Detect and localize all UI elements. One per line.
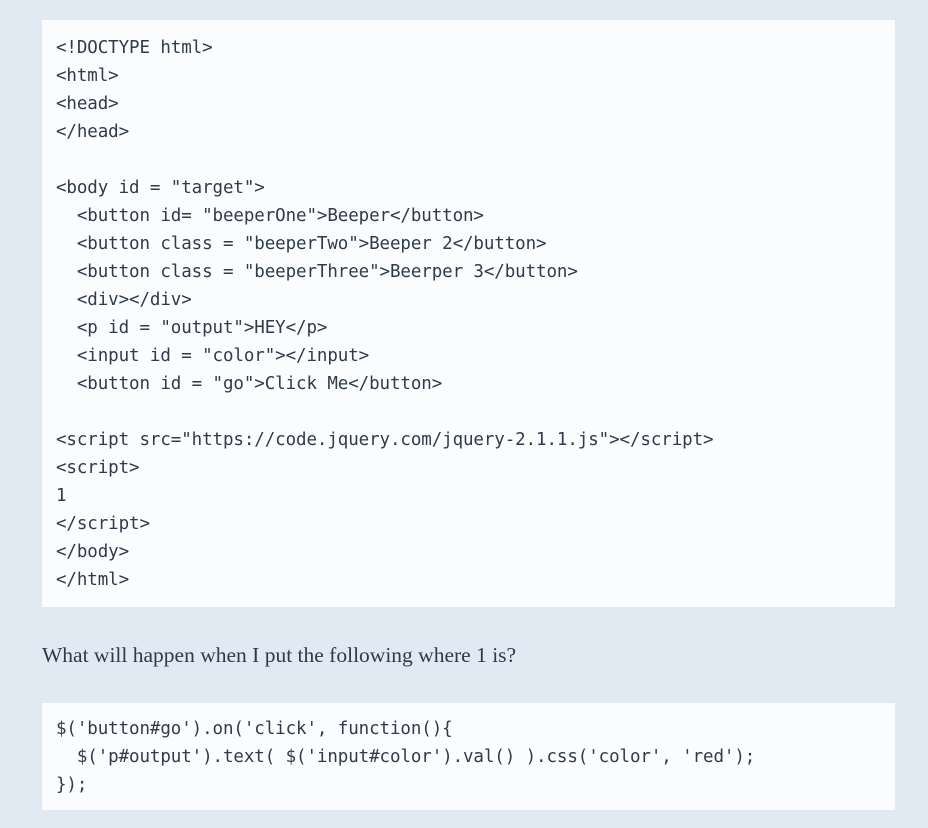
question-text: What will happen when I put the followin… [42,643,517,667]
code-block-html-markup-text: <!DOCTYPE html> <html> <head> </head> <b… [56,38,714,590]
code-block-jquery-snippet-text: $('button#go').on('click', function(){ $… [56,719,756,795]
code-block-html-markup: <!DOCTYPE html> <html> <head> </head> <b… [42,20,895,607]
code-block-jquery-snippet: $('button#go').on('click', function(){ $… [42,703,895,810]
